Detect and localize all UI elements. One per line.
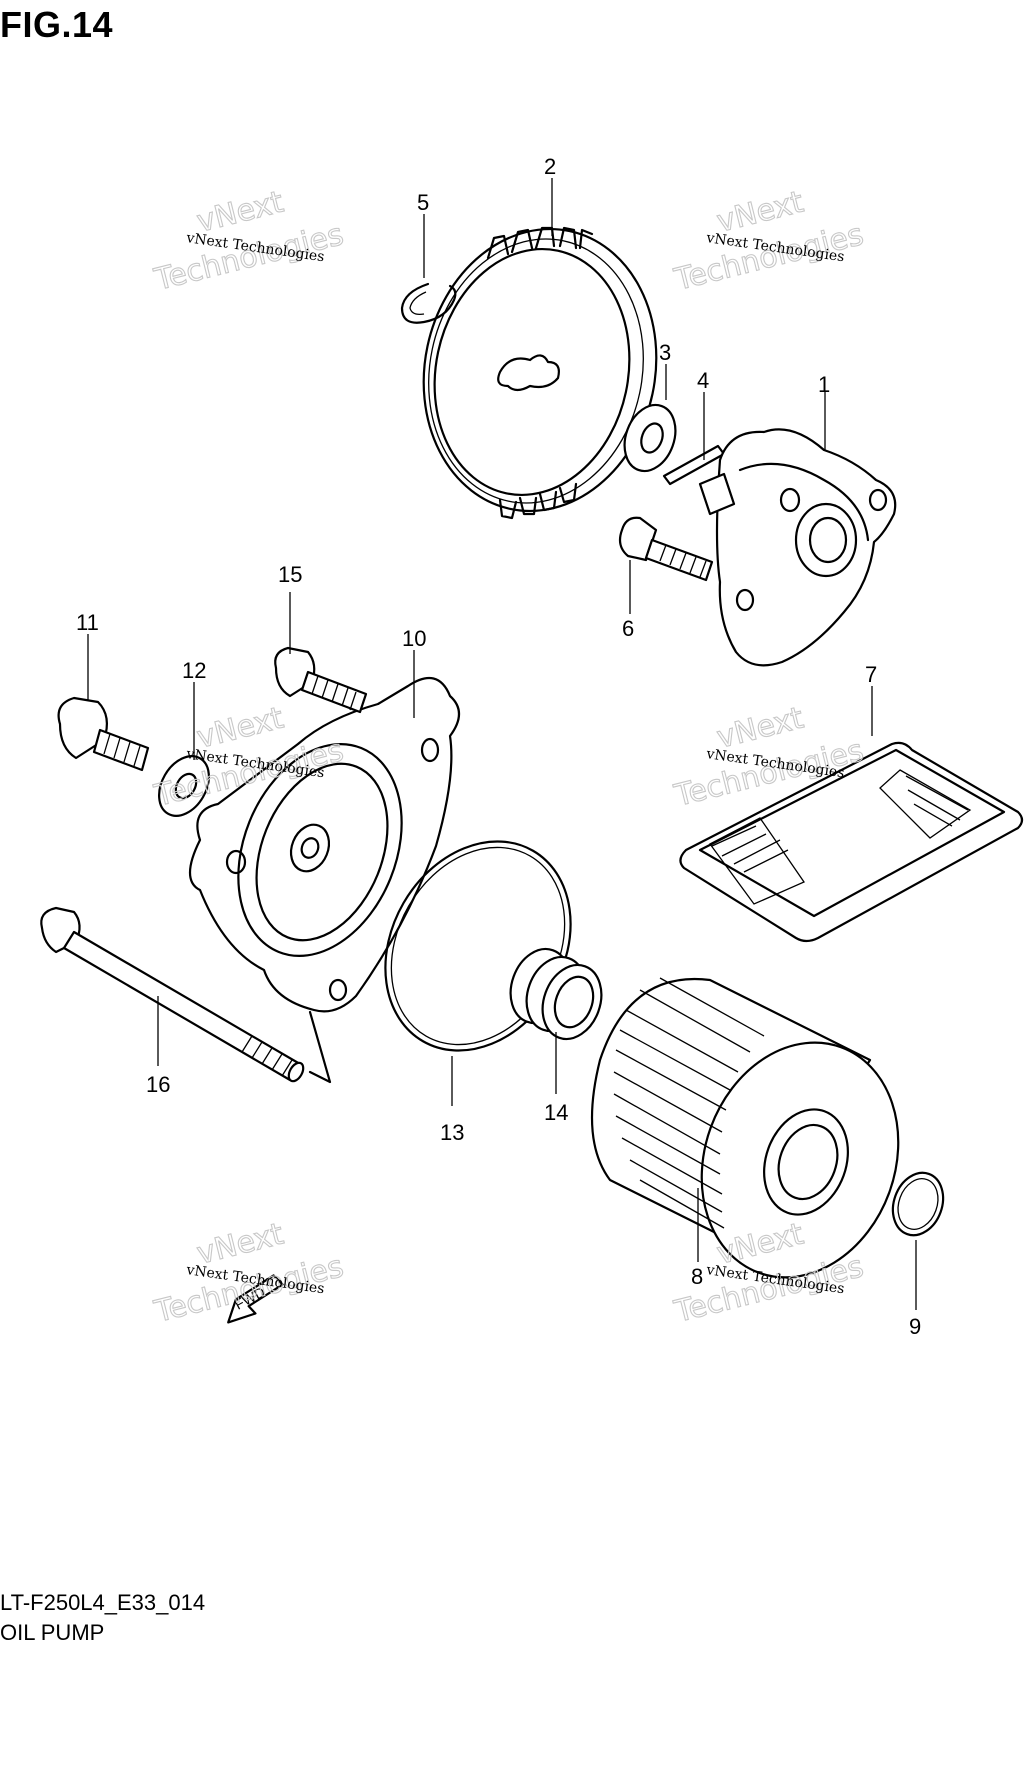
callout-6: 6 [622, 616, 634, 641]
part-11-bolt[interactable] [57, 696, 150, 772]
leader-lines [87, 178, 917, 1310]
part-3-washer[interactable] [616, 398, 684, 478]
callout-3: 3 [659, 340, 671, 365]
figure-title: FIG.14 [0, 4, 114, 45]
svg-text:vNext: vNext [193, 185, 287, 240]
part-16-long-bolt[interactable] [40, 906, 306, 1084]
diagram-footer: LT-F250L4_E33_014 OIL PUMP [0, 1588, 205, 1648]
part-8-oil-filter[interactable] [590, 977, 930, 1305]
callout-14: 14 [544, 1100, 568, 1125]
part-5-circlip[interactable] [400, 282, 457, 324]
callout-12: 12 [182, 658, 206, 683]
callout-5: 5 [417, 190, 429, 215]
part-2-oil-pump-driven-gear[interactable] [398, 207, 682, 533]
callout-10: 10 [402, 626, 426, 651]
callout-9: 9 [909, 1314, 921, 1339]
callout-16: 16 [146, 1072, 170, 1097]
callout-1: 1 [818, 372, 830, 397]
section-name: OIL PUMP [0, 1620, 105, 1645]
callout-4: 4 [697, 368, 709, 393]
callout-numbers: 1 2 3 4 5 6 7 8 9 10 11 12 13 14 15 16 [76, 154, 921, 1339]
callout-8: 8 [691, 1264, 703, 1289]
watermark-top-right: vNext Technologies vNext Technologies [670, 184, 868, 299]
callout-11: 11 [76, 610, 99, 635]
part-14-spring[interactable] [501, 941, 612, 1048]
svg-text:vNext: vNext [713, 185, 807, 240]
callout-15: 15 [278, 562, 302, 587]
part-15-bolt[interactable] [274, 646, 368, 714]
part-9-o-ring[interactable] [885, 1166, 952, 1243]
model-code: LT-F250L4_E33_014 [0, 1590, 206, 1615]
svg-text:vNext: vNext [713, 701, 807, 756]
forward-arrow-icon: FWD [227, 1274, 284, 1324]
part-1-oil-pump-assembly[interactable] [698, 428, 897, 667]
part-6-bolt[interactable] [618, 516, 714, 582]
watermark-top-left: vNext Technologies vNext Technologies [150, 184, 348, 299]
callout-7: 7 [865, 662, 877, 687]
part-12-washer[interactable] [149, 747, 219, 824]
svg-text:vNext: vNext [193, 1217, 287, 1272]
callout-13: 13 [440, 1120, 464, 1145]
callout-2: 2 [544, 154, 556, 179]
svg-text:vNext: vNext [193, 701, 287, 756]
part-7-oil-strainer[interactable] [679, 741, 1024, 943]
